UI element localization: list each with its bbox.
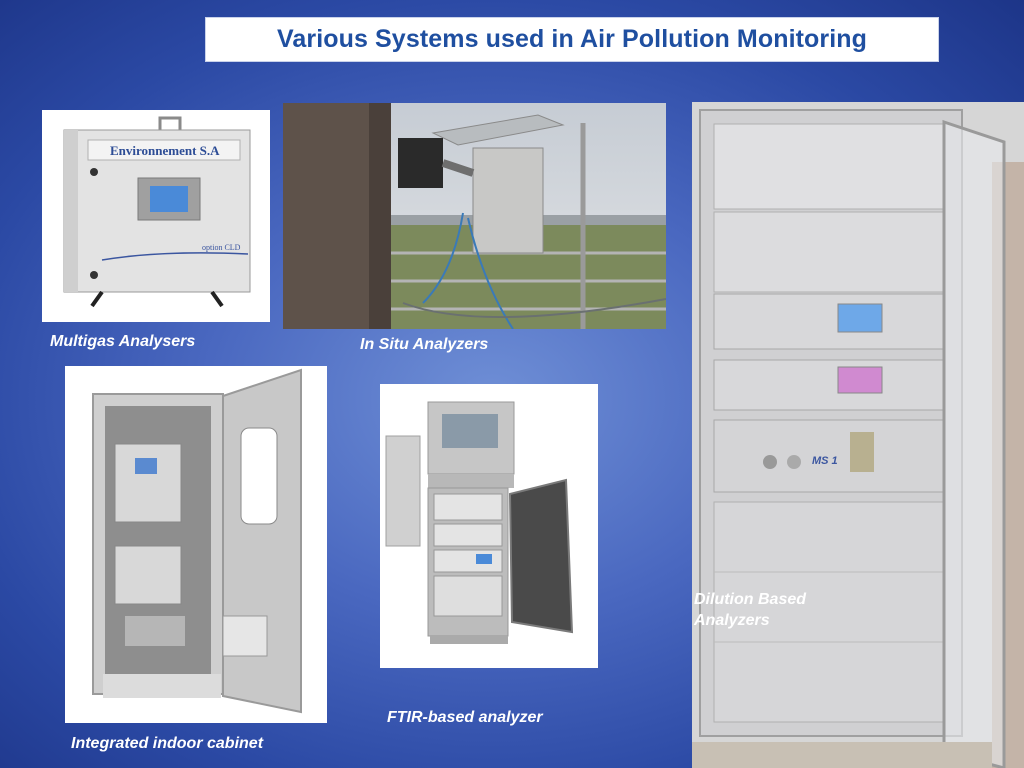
caption-dilution-line1: Dilution Based bbox=[694, 591, 807, 608]
slide-title-box: Various Systems used in Air Pollution Mo… bbox=[205, 17, 939, 62]
caption-ftir: FTIR-based analyzer bbox=[387, 709, 543, 726]
caption-dilution: Dilution Based Analyzers bbox=[694, 589, 806, 631]
slide-title: Various Systems used in Air Pollution Mo… bbox=[276, 25, 868, 53]
indoor-cabinet-photo bbox=[65, 366, 327, 723]
ftir-analyzer-photo bbox=[380, 384, 598, 668]
caption-cabinet: Integrated indoor cabinet bbox=[71, 735, 264, 752]
multigas-brand-label: Environnement S.A bbox=[110, 143, 220, 158]
dilution-module-label: MS 1 bbox=[812, 455, 838, 467]
caption-dilution-line2: Analyzers bbox=[694, 612, 770, 629]
caption-multigas: Multigas Analysers bbox=[50, 333, 196, 350]
caption-insitu: In Situ Analyzers bbox=[360, 336, 489, 353]
multigas-analyser-photo: Environnement S.A option CLD bbox=[42, 110, 270, 322]
insitu-analyzer-photo bbox=[283, 103, 666, 329]
dilution-analyzer-photo: MS 1 bbox=[692, 102, 1024, 768]
multigas-model-label: option CLD bbox=[202, 243, 241, 252]
